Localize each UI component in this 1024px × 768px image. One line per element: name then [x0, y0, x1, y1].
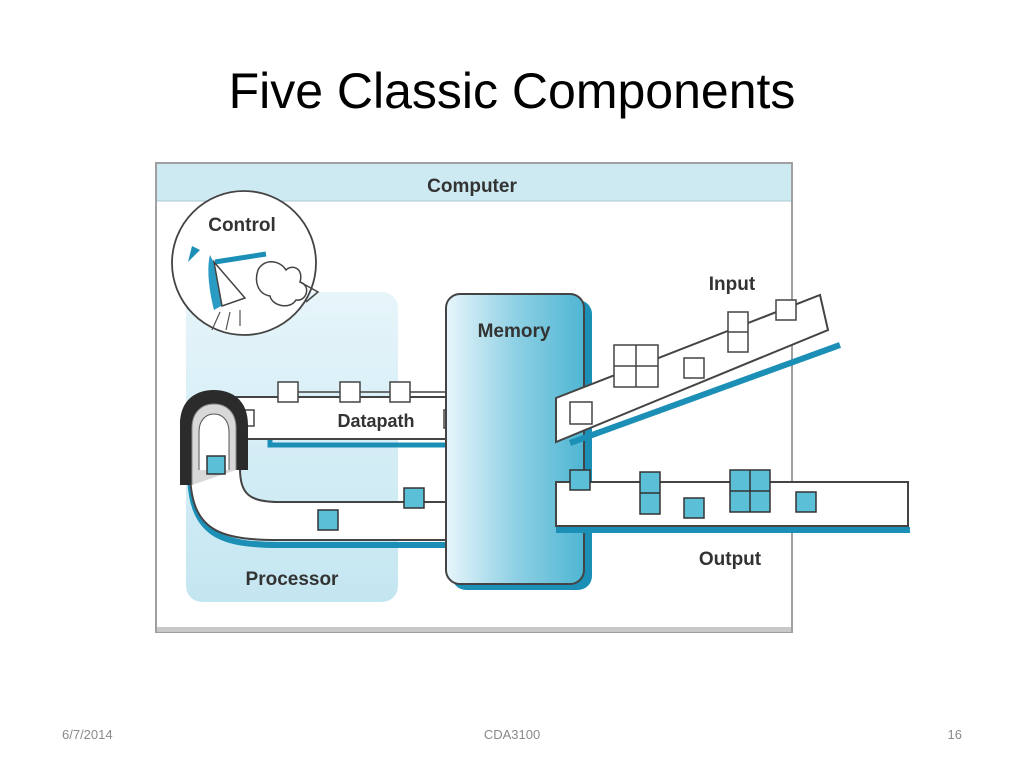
data-block-grid [613, 344, 659, 388]
footer-course: CDA3100 [483, 727, 541, 742]
input-belt: Input [555, 274, 842, 446]
data-block-stack [727, 311, 749, 353]
data-block [339, 381, 361, 403]
scroll-icon [255, 261, 308, 307]
data-block-stack [639, 471, 661, 515]
footer-page-number: 16 [947, 727, 962, 742]
input-label: Input [709, 274, 756, 295]
data-block [683, 357, 705, 379]
data-block [206, 455, 226, 475]
data-block [795, 491, 817, 513]
control-arm-icon [188, 246, 200, 262]
data-block [683, 497, 705, 519]
data-block [775, 299, 797, 321]
data-block [317, 509, 339, 531]
memory-label: Memory [478, 321, 551, 342]
data-block [569, 469, 591, 491]
computer-label: Computer [427, 176, 517, 197]
slide-title: Five Classic Components [228, 63, 796, 119]
data-block-grid [729, 469, 771, 513]
data-block [277, 381, 299, 403]
control-label: Control [208, 215, 276, 236]
data-block [389, 381, 411, 403]
data-block [403, 487, 425, 509]
processor-memory-bus [187, 467, 449, 548]
spotlight-icon [212, 259, 247, 307]
control-unit: Control [171, 190, 320, 336]
output-belt: Output [555, 469, 910, 570]
output-label: Output [699, 549, 762, 570]
datapath-label: Datapath [337, 411, 414, 431]
processor-label: Processor [246, 569, 340, 590]
data-block [569, 401, 593, 425]
footer-date: 6/7/2014 [62, 727, 113, 742]
tunnel-arch [180, 390, 248, 485]
